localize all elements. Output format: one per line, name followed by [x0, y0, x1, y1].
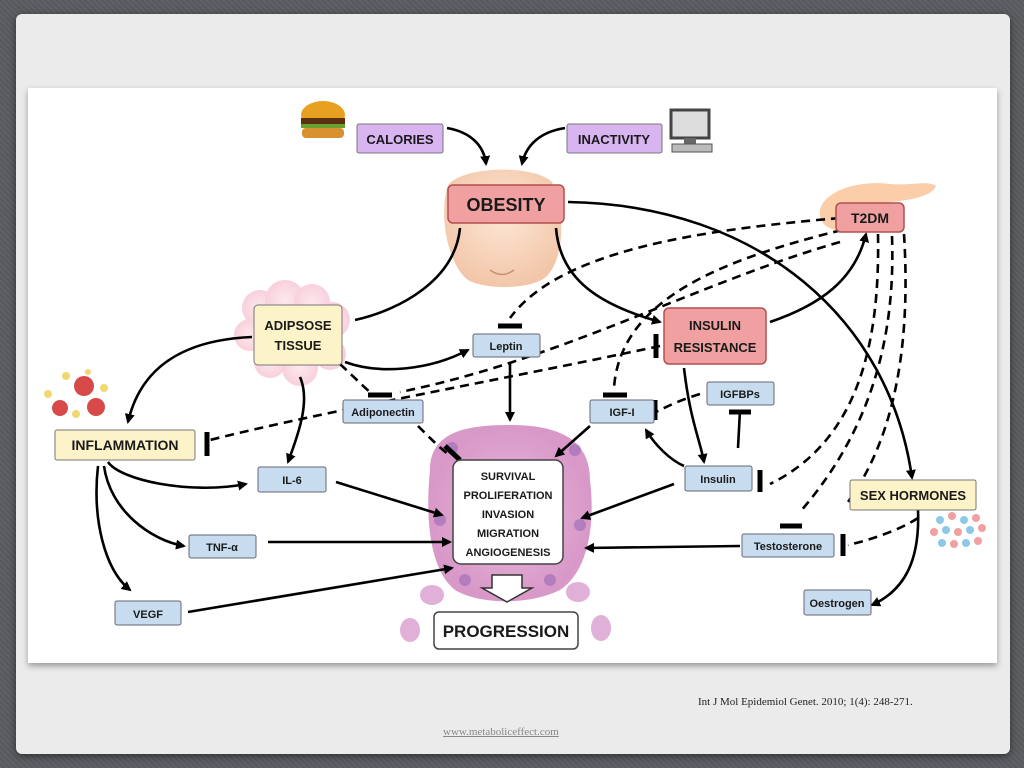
outcome-item: ANGIOGENESIS [466, 547, 551, 559]
igf1-label: IGF-I [609, 407, 634, 419]
tnf-alpha-label: TNF-α [206, 542, 238, 554]
vegf-label: VEGF [133, 609, 163, 621]
obesity-label: OBESITY [466, 195, 545, 215]
connectors [95, 126, 920, 614]
adiponectin-label: Adiponectin [351, 407, 415, 419]
leptin-label: Leptin [490, 341, 523, 353]
outcome-item: INVASION [482, 509, 534, 521]
insulin-resistance-label-2: RESISTANCE [674, 340, 757, 355]
testosterone-label: Testosterone [754, 541, 822, 553]
adipose-tissue-label-2: TISSUE [275, 338, 322, 353]
insulin-label: Insulin [700, 474, 736, 486]
hormone-dots-image [930, 512, 986, 548]
il6-label: IL-6 [282, 475, 302, 487]
outcome-list: SURVIVAL PROLIFERATION INVASION MIGRATIO… [463, 471, 552, 559]
outcome-item: PROLIFERATION [463, 490, 552, 502]
sex-hormones-label: SEX HORMONES [860, 488, 967, 503]
insulin-resistance-label-1: INSULIN [689, 318, 741, 333]
inhibition-bars [204, 323, 846, 556]
t2dm-label: T2DM [851, 210, 889, 226]
computer-icon [669, 108, 713, 153]
inflammation-cells-image [44, 369, 108, 418]
burger-icon [301, 101, 345, 138]
oestrogen-label: Oestrogen [809, 598, 864, 610]
outcome-item: MIGRATION [477, 528, 539, 540]
node-boxes [54, 123, 977, 650]
progression-label: PROGRESSION [443, 622, 570, 641]
website-link[interactable]: www.metaboliceffect.com [443, 726, 559, 738]
calories-label: CALORIES [366, 132, 434, 147]
inflammation-label: INFLAMMATION [71, 437, 178, 453]
inactivity-label: INACTIVITY [578, 132, 651, 147]
outcome-item: SURVIVAL [481, 471, 536, 483]
citation-text: Int J Mol Epidemiol Genet. 2010; 1(4): 2… [698, 696, 913, 708]
igfbps-label: IGFBPs [720, 389, 760, 401]
adipose-tissue-label-1: ADIPSOSE [264, 318, 332, 333]
